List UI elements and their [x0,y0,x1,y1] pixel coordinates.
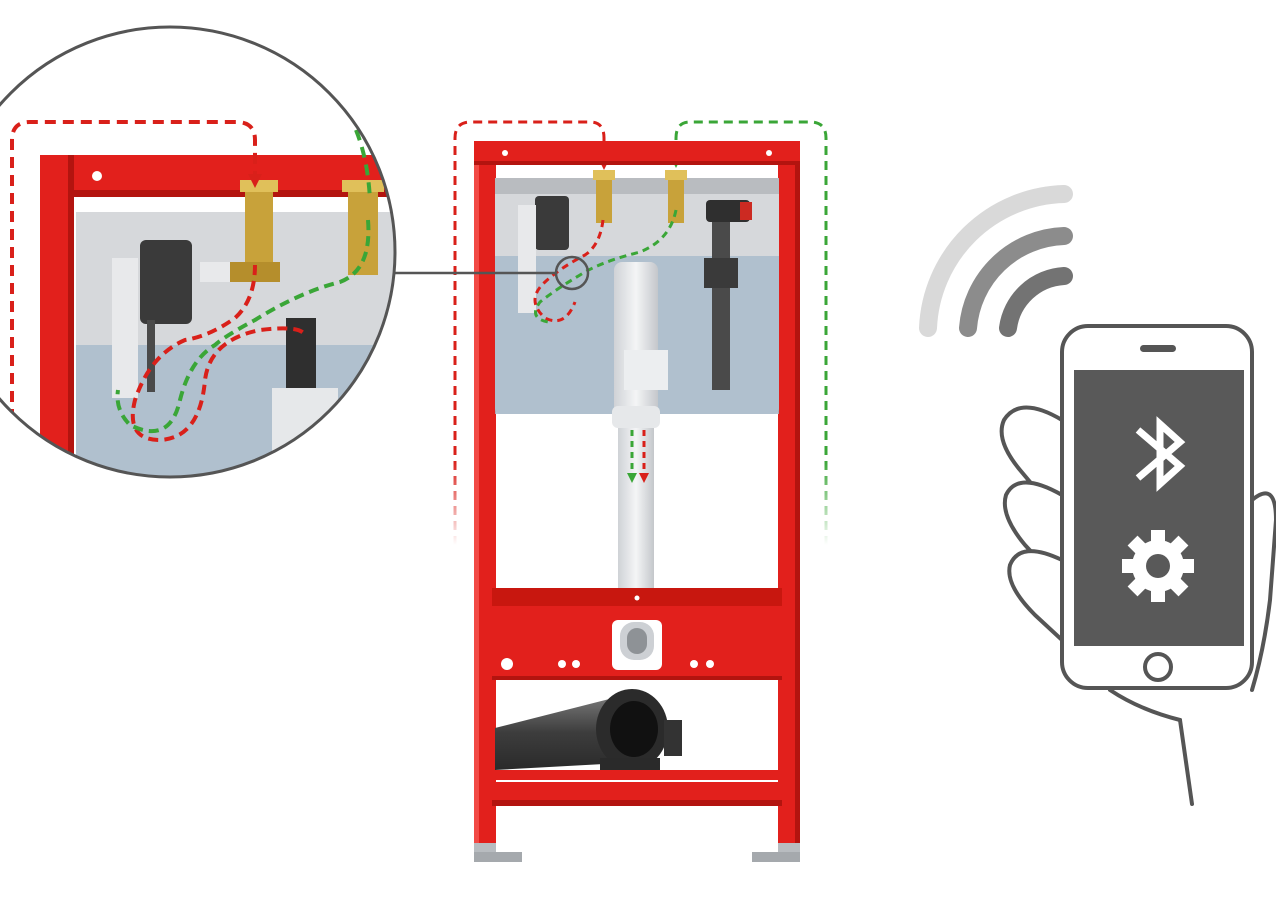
phone-home-button [1143,652,1173,682]
fill-valve [712,200,730,390]
zoom-detail-circle [0,25,397,479]
supply-line-red [453,120,606,545]
smartphone [1060,324,1254,690]
drain-pipe [495,689,682,774]
hand-icon [999,405,1276,806]
valve-left [596,175,612,223]
zoom-circle-border [0,25,397,479]
supply-line-green [674,120,828,545]
valve-right [668,175,684,223]
wireless-signal-icon [919,185,1073,337]
gear-icon [1122,530,1194,602]
frame-upright-left [474,141,496,843]
flush-pipe [614,262,658,422]
installation-frame [390,120,828,862]
phone-screen [1074,370,1244,646]
frame-upright-right [778,141,800,843]
bluetooth-icon [1135,416,1186,492]
frame-lower-rail [492,770,782,780]
left-float [535,196,569,250]
